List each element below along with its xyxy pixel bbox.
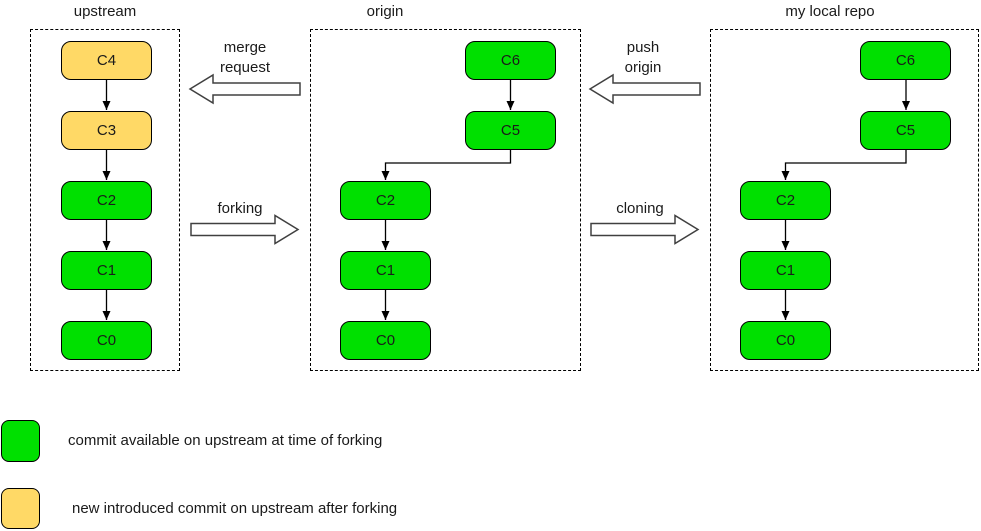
local-repo-box <box>710 29 979 371</box>
legend-swatch-available-commit <box>1 420 40 462</box>
commit-origin-c5: C5 <box>465 111 556 150</box>
cloning-label: cloning <box>616 200 664 217</box>
cloning-arrow <box>590 214 700 245</box>
commit-origin-c2: C2 <box>340 181 431 220</box>
commit-origin-c0: C0 <box>340 321 431 360</box>
commit-upstream-c3: C3 <box>61 111 152 150</box>
merge-request-arrow <box>188 73 301 105</box>
forking-label: forking <box>217 200 263 217</box>
commit-local-c5: C5 <box>860 111 951 150</box>
commit-upstream-c4: C4 <box>61 41 152 80</box>
upstream-repo-box <box>30 29 180 371</box>
push-origin-arrow <box>588 73 701 105</box>
commit-local-c0: C0 <box>740 321 831 360</box>
commit-local-c1: C1 <box>740 251 831 290</box>
commit-upstream-c2: C2 <box>61 181 152 220</box>
commit-local-c2: C2 <box>740 181 831 220</box>
merge-request-label: merge request <box>219 39 271 76</box>
forking-arrow <box>190 214 300 245</box>
section-title-upstream: upstream <box>73 3 137 20</box>
commit-local-c6: C6 <box>860 41 951 80</box>
push-origin-label: push origin <box>624 39 662 76</box>
section-title-local-repo: my local repo <box>785 3 875 20</box>
commit-origin-c1: C1 <box>340 251 431 290</box>
commit-upstream-c0: C0 <box>61 321 152 360</box>
commit-origin-c6: C6 <box>465 41 556 80</box>
origin-repo-box <box>310 29 581 371</box>
legend-swatch-new-commit <box>1 488 40 529</box>
legend-label-available-commit: commit available on upstream at time of … <box>68 432 383 449</box>
legend-label-new-commit: new introduced commit on upstream after … <box>72 500 398 517</box>
commit-upstream-c1: C1 <box>61 251 152 290</box>
section-title-origin: origin <box>366 3 404 20</box>
